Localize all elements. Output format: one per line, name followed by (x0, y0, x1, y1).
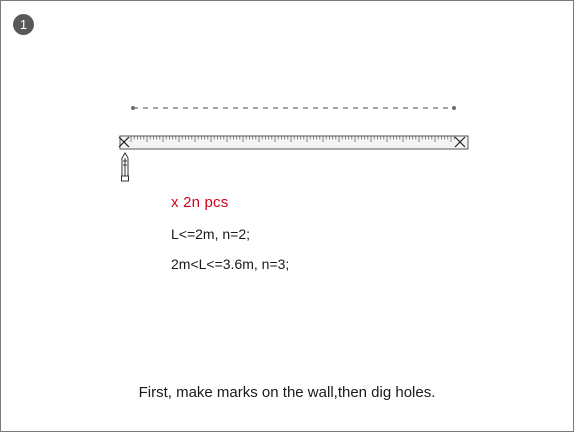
quantity-label: x 2n pcs (171, 194, 229, 211)
condition-long-length: 2m<L<=3.6m, n=3; (171, 256, 290, 272)
marking-diagram (118, 106, 469, 182)
ruler-icon (119, 135, 469, 150)
pencil-icon (121, 152, 129, 182)
dashed-measure-line (131, 106, 456, 110)
condition-short-length: L<=2m, n=2; (171, 226, 251, 242)
instruction-caption: First, make marks on the wall,then dig h… (138, 384, 436, 401)
step-number-badge: 1 (13, 14, 34, 35)
cross-mark-left-icon (118, 136, 130, 148)
cross-mark-right-icon (454, 136, 466, 148)
